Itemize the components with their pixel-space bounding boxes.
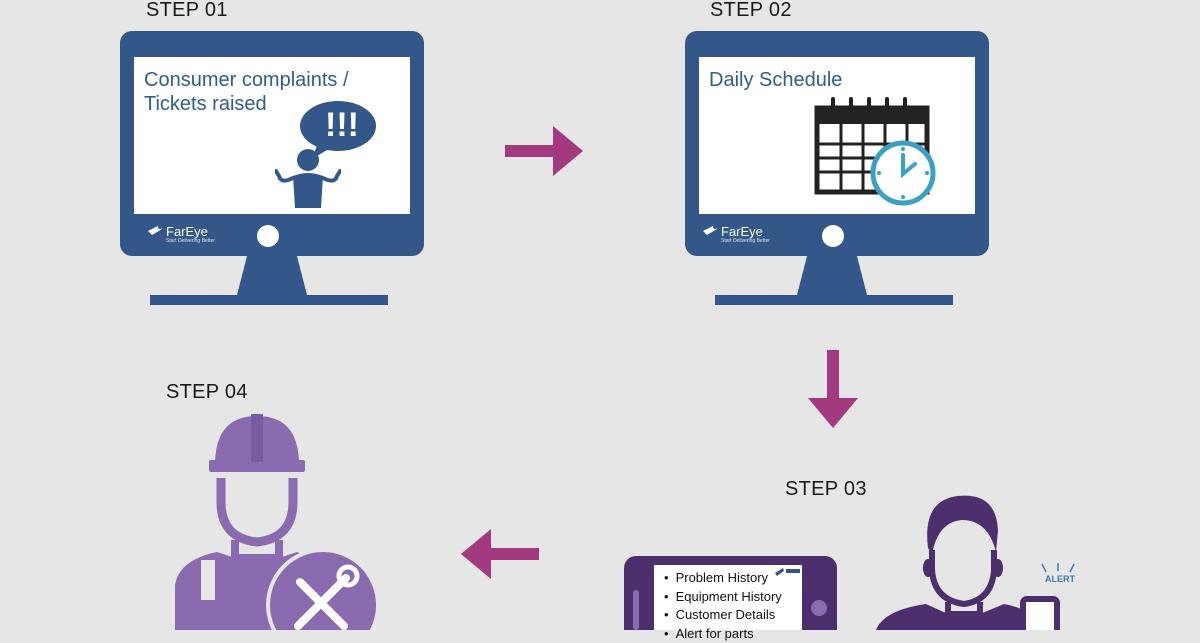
smartphone-icon [1012, 592, 1068, 630]
alert-signal-icon [1038, 562, 1078, 574]
arrow-down-icon [806, 348, 860, 430]
brand-name: FarEye [166, 224, 208, 239]
speech-bubble-text: !!! [320, 105, 364, 145]
brand-logo: FarEye Start Delivering Better [166, 225, 215, 245]
list-item: Alert for parts [664, 625, 782, 643]
step-04-label: STEP 04 [166, 381, 248, 404]
arrow-left-icon [459, 527, 541, 581]
person-shrug-icon [275, 148, 341, 210]
fareye-logo-icon [147, 222, 163, 238]
step-01-label: STEP 01 [146, 0, 228, 22]
fareye-logo-icon [702, 222, 718, 238]
step-03-label: STEP 03 [785, 478, 867, 501]
brand-logo: FarEye Start Delivering Better [721, 225, 770, 245]
brand-tagline: Start Delivering Better [721, 238, 770, 245]
list-item: Customer Details [664, 606, 782, 625]
brand-name: FarEye [721, 224, 763, 239]
list-item: Equipment History [664, 588, 782, 607]
brand-tagline: Start Delivering Better [166, 238, 215, 245]
step-01-monitor: Consumer complaints / Tickets raised !!!… [120, 31, 425, 306]
step-02-label: STEP 02 [710, 0, 792, 22]
arrow-right-icon [503, 124, 585, 178]
list-item: Problem History [664, 569, 782, 588]
alert-label: ALERT [1045, 574, 1075, 584]
step-02-monitor: Daily Schedule FarEye Start Delivering B [685, 31, 990, 306]
tablet-checklist: Problem History Equipment History Custom… [664, 569, 782, 643]
step-01-text-line2: Tickets raised [144, 92, 267, 116]
wrench-screwdriver-icon [266, 548, 380, 630]
step-02-text: Daily Schedule [709, 68, 842, 92]
step-01-text-line1: Consumer complaints / [144, 68, 349, 92]
clock-icon [870, 140, 936, 206]
